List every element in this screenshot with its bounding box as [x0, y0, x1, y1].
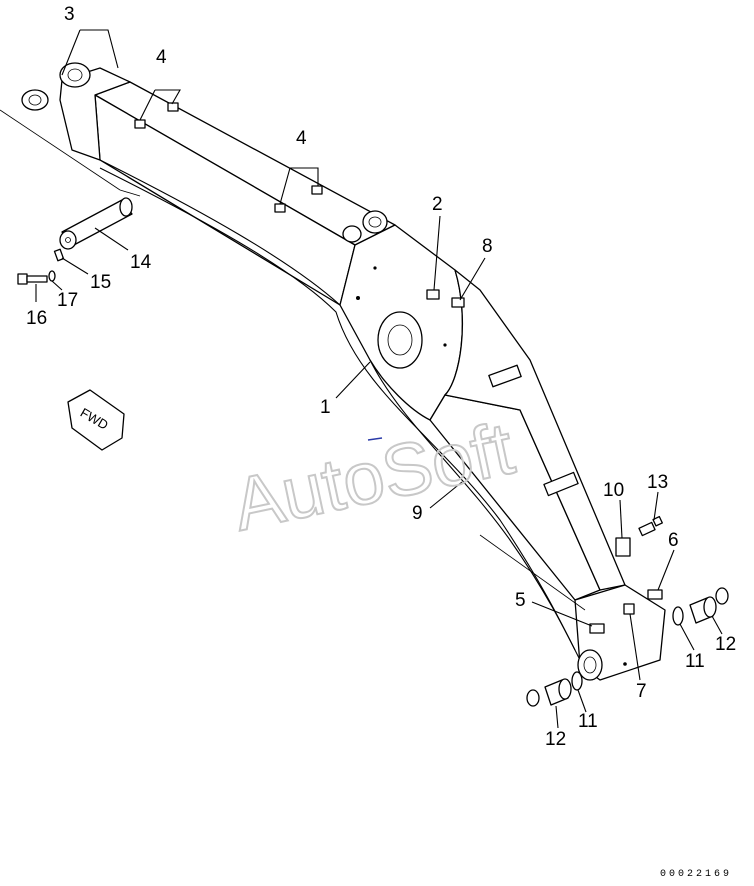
callout-14: 14 — [130, 252, 152, 273]
callout-11a: 11 — [685, 651, 705, 672]
svg-text:AutoSoft: AutoSoft — [226, 406, 521, 546]
grease-fitting-13 — [638, 515, 663, 537]
bolt-16 — [17, 273, 48, 285]
washer-17 — [48, 270, 56, 282]
callout-2: 2 — [432, 194, 443, 215]
callout-labels: 1 2 3 4 4 5 6 7 8 9 10 11 11 12 12 13 14… — [26, 4, 736, 750]
callout-12b: 12 — [545, 729, 566, 750]
callout-11b: 11 — [578, 711, 598, 732]
callout-6: 6 — [668, 530, 679, 551]
callout-4a: 4 — [156, 47, 167, 68]
bushing-12-left — [526, 678, 572, 707]
callout-5: 5 — [515, 590, 526, 611]
leader-lines — [0, 29, 723, 729]
watermark: AutoSoft — [225, 405, 522, 547]
callout-3: 3 — [64, 4, 75, 25]
plate-15 — [53, 248, 65, 262]
pin-14 — [59, 197, 133, 250]
bushing-12-right — [689, 587, 729, 624]
callout-9: 9 — [412, 503, 423, 524]
callout-4b: 4 — [296, 128, 307, 149]
callout-12a: 12 — [715, 634, 736, 655]
callout-7: 7 — [636, 681, 647, 702]
boom-assembly — [21, 62, 666, 681]
callout-15: 15 — [90, 272, 111, 293]
callout-16: 16 — [26, 308, 47, 329]
fwd-arrow-icon: FWD — [67, 389, 125, 451]
callout-13: 13 — [647, 472, 668, 493]
seal-11-right — [672, 606, 684, 626]
blue-mark — [367, 437, 383, 441]
callout-1: 1 — [320, 397, 331, 418]
diagram-code: 00022169 — [660, 869, 732, 880]
callout-8: 8 — [482, 236, 493, 257]
callout-17: 17 — [57, 290, 78, 311]
seal-11-left — [571, 671, 583, 691]
callout-10: 10 — [603, 480, 624, 501]
